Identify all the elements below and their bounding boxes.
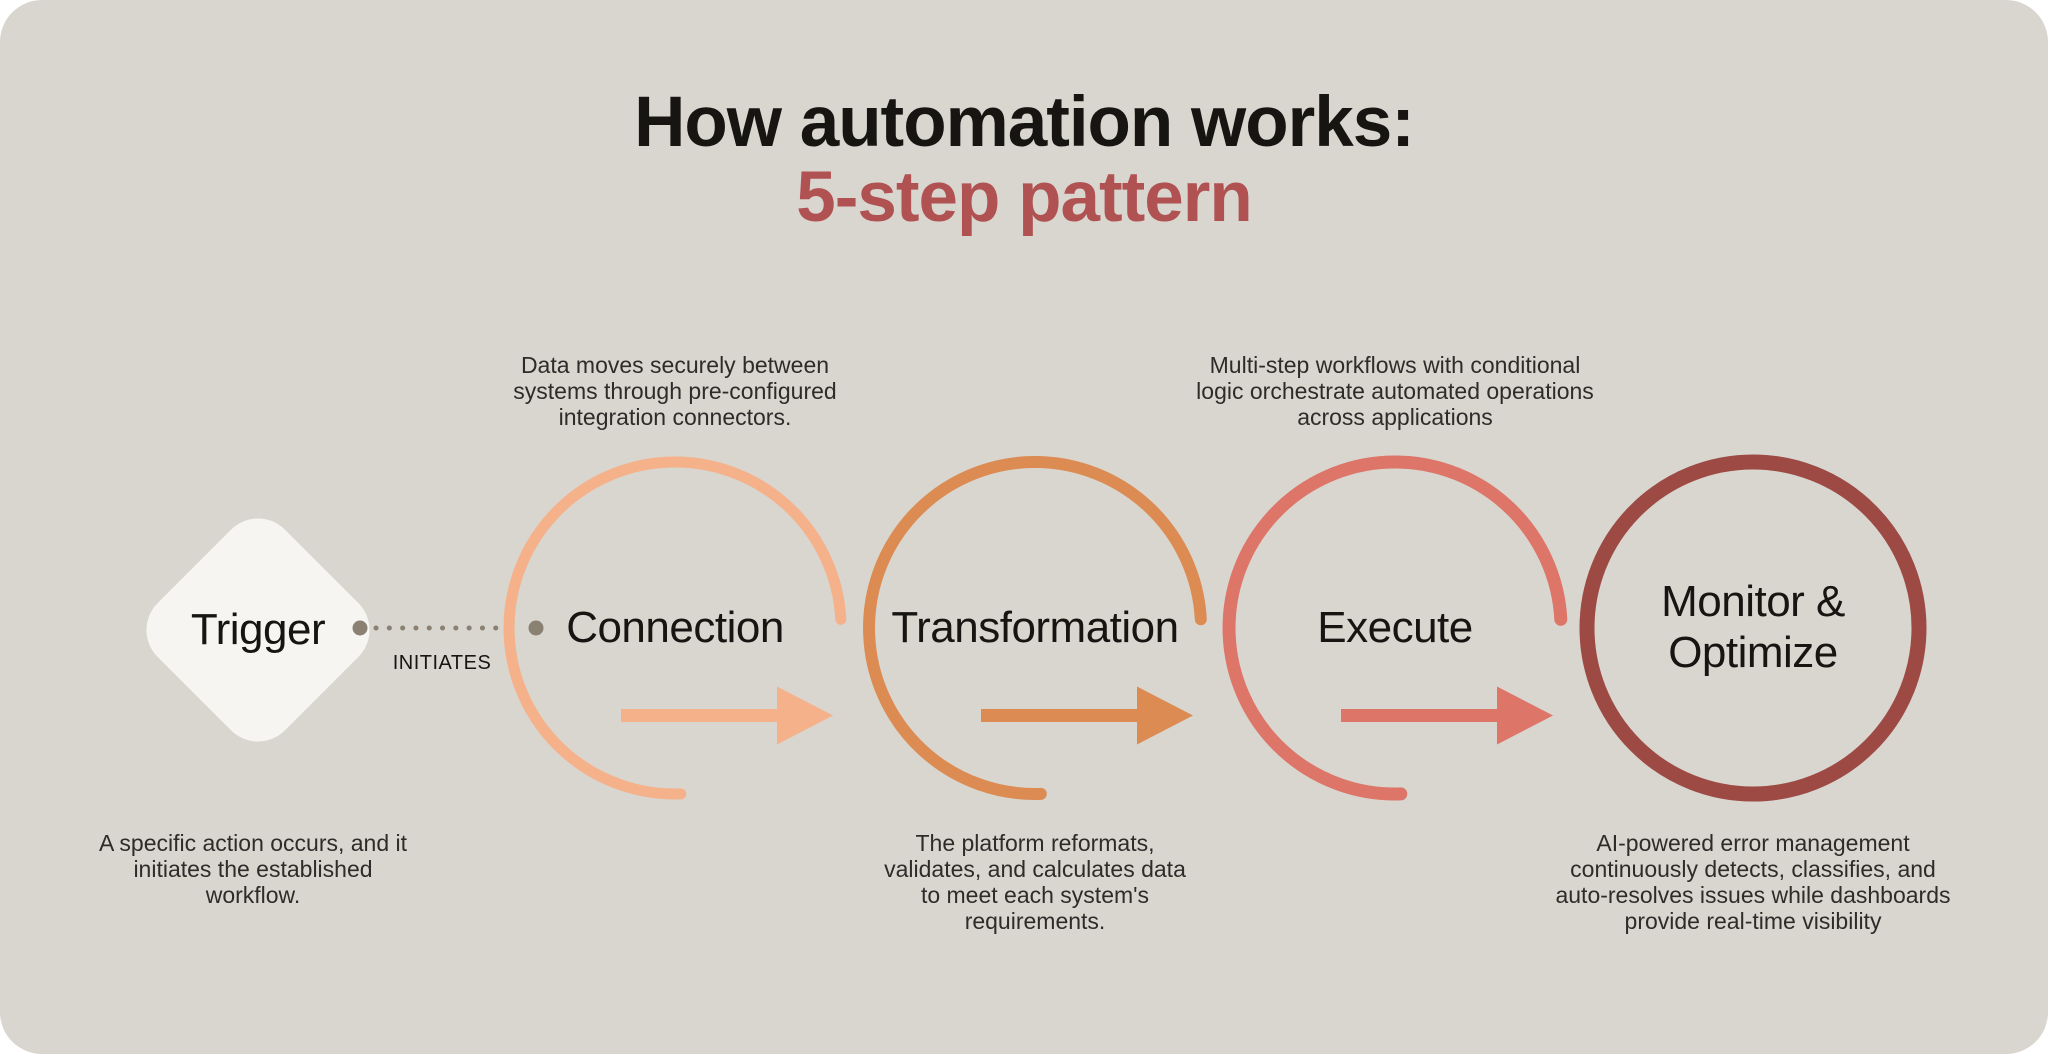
execute-description: Multi-step workflows with conditional lo… bbox=[1196, 352, 1594, 430]
transformation-arrow-shaft bbox=[981, 709, 1137, 722]
connection-label: Connection bbox=[566, 602, 784, 652]
connection-description: Data moves securely between systems thro… bbox=[513, 352, 837, 430]
transformation-arrow-head bbox=[1137, 686, 1193, 745]
execute-label: Execute bbox=[1317, 602, 1473, 652]
connector-end-dot bbox=[528, 620, 544, 636]
execute-circle bbox=[1222, 455, 1568, 801]
connection-arc bbox=[503, 456, 847, 800]
trigger-step: Trigger bbox=[130, 502, 386, 758]
transformation-circle bbox=[863, 456, 1207, 800]
page-title: How automation works: 5-step pattern bbox=[0, 83, 2048, 237]
connector-start-dot bbox=[352, 620, 368, 636]
monitor-label: Monitor & Optimize bbox=[1661, 577, 1845, 677]
transformation-label: Transformation bbox=[891, 602, 1179, 652]
monitor-circle bbox=[1579, 454, 1927, 802]
execute-step: Execute bbox=[1215, 448, 1575, 808]
monitor-description: AI-powered error management continuously… bbox=[1555, 830, 1951, 934]
connection-circle bbox=[503, 456, 847, 800]
connection-arrow-head bbox=[777, 686, 833, 745]
transformation-description: The platform reformats, validates, and c… bbox=[884, 830, 1186, 934]
title-main: How automation works: bbox=[634, 83, 1415, 162]
title-accent: 5-step pattern bbox=[796, 157, 1252, 237]
trigger-description: A specific action occurs, and it initiat… bbox=[98, 830, 408, 908]
execute-arrow-icon bbox=[1341, 686, 1553, 745]
connection-arrow-shaft bbox=[621, 709, 777, 722]
execute-arrow-head bbox=[1497, 686, 1553, 745]
initiates-connector bbox=[352, 620, 544, 636]
execute-arrow-shaft bbox=[1341, 709, 1497, 722]
transformation-step: Transformation bbox=[855, 448, 1215, 808]
monitor-step: Monitor & Optimize bbox=[1573, 448, 1933, 808]
execute-arc bbox=[1222, 455, 1568, 801]
trigger-label: Trigger bbox=[190, 605, 326, 654]
monitor-ring bbox=[1579, 454, 1927, 802]
transformation-arc bbox=[863, 456, 1207, 800]
connection-arrow-icon bbox=[621, 686, 833, 745]
connection-step: Connection bbox=[495, 448, 855, 808]
transformation-arrow-icon bbox=[981, 686, 1193, 745]
initiates-label: INITIATES bbox=[392, 652, 492, 674]
